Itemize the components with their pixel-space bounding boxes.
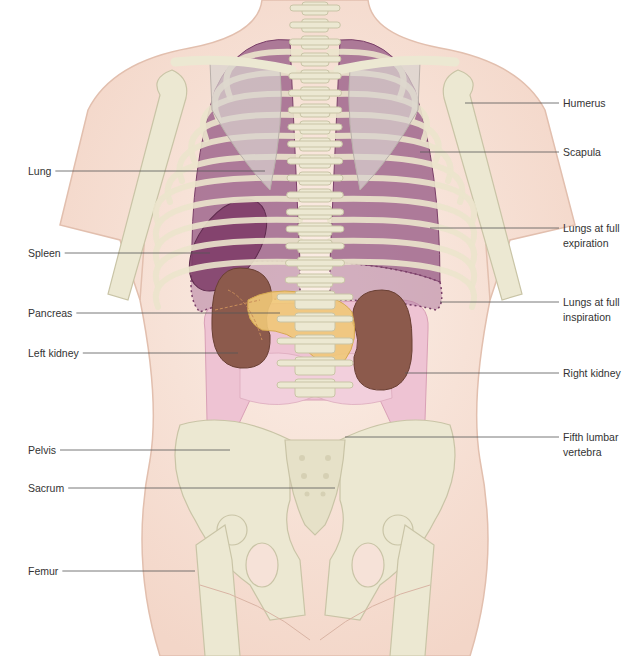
leader-line bbox=[430, 228, 559, 229]
part-label: Scapula bbox=[563, 145, 625, 160]
kidney bbox=[212, 268, 412, 390]
sacrum-bone bbox=[285, 440, 345, 535]
part-label: Pelvis bbox=[28, 443, 56, 458]
humerus-bone bbox=[108, 70, 522, 300]
part-label: Lungs at full expiration bbox=[563, 221, 625, 251]
leader-line bbox=[60, 450, 230, 451]
transverse-process bbox=[277, 316, 353, 322]
transverse-process bbox=[286, 226, 344, 232]
transverse-process bbox=[289, 56, 341, 62]
leader-line bbox=[440, 302, 559, 303]
transverse-process bbox=[290, 5, 340, 11]
leader-line bbox=[420, 152, 559, 153]
part-label: Spleen bbox=[28, 246, 61, 261]
transverse-process bbox=[286, 260, 345, 266]
part-label: Lungs at full inspiration bbox=[563, 295, 625, 325]
groin-line bbox=[200, 585, 430, 640]
transverse-process bbox=[288, 141, 343, 147]
part-label: Pancreas bbox=[28, 306, 72, 321]
transverse-process bbox=[287, 175, 343, 181]
rib bbox=[156, 52, 474, 307]
transverse-process bbox=[289, 73, 341, 79]
part-label: Left kidney bbox=[28, 346, 79, 361]
transverse-process bbox=[290, 22, 341, 28]
part-label: Femur bbox=[28, 564, 58, 579]
transverse-process bbox=[285, 277, 345, 283]
leader-line bbox=[405, 373, 559, 374]
leader-line bbox=[465, 103, 559, 104]
transverse-process bbox=[277, 294, 353, 300]
transverse-process bbox=[289, 39, 340, 45]
stomach-outline bbox=[215, 290, 262, 340]
body-silhouette bbox=[60, 0, 575, 656]
leader-line bbox=[68, 488, 335, 489]
part-label: Fifth lumbar vertebra bbox=[563, 430, 625, 460]
transverse-process bbox=[288, 124, 342, 130]
part-label: Humerus bbox=[563, 96, 625, 111]
transverse-process bbox=[288, 107, 342, 113]
transverse-process bbox=[277, 338, 353, 344]
part-label: Lung bbox=[28, 164, 51, 179]
transverse-process bbox=[286, 243, 344, 249]
transverse-process bbox=[287, 192, 344, 198]
leader-line bbox=[76, 313, 280, 314]
vertebra bbox=[277, 2, 353, 397]
transverse-process bbox=[277, 360, 353, 366]
sacral-foramen bbox=[299, 455, 331, 497]
transverse-process bbox=[289, 90, 342, 96]
leader-line bbox=[65, 253, 210, 254]
transverse-process bbox=[286, 209, 343, 215]
leader-line bbox=[83, 353, 238, 354]
leader-line bbox=[62, 571, 195, 572]
transverse-process bbox=[277, 382, 353, 388]
femur-bone bbox=[196, 515, 434, 656]
transverse-process bbox=[287, 158, 342, 164]
part-label: Right kidney bbox=[563, 366, 625, 381]
pancreas bbox=[248, 291, 355, 362]
part-label: Sacrum bbox=[28, 481, 64, 496]
leader-line bbox=[55, 171, 265, 172]
leader-line bbox=[345, 437, 559, 438]
